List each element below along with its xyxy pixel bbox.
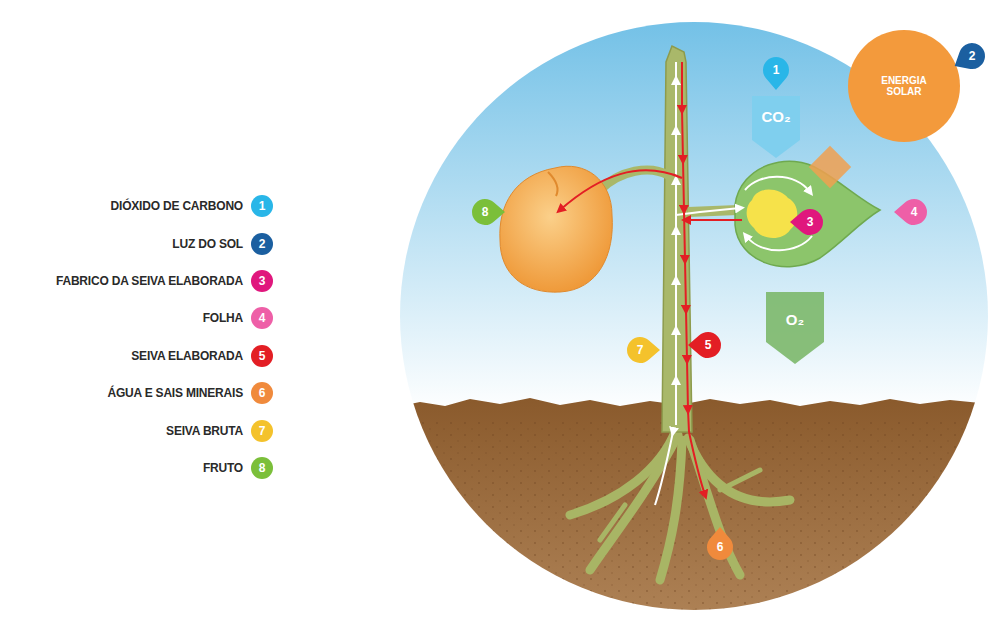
legend-text: SEIVA ELABORADA (131, 349, 243, 363)
callout-number: 4 (251, 307, 273, 329)
legend-text: FRUTO (203, 461, 243, 475)
callout-number: 7 (628, 343, 652, 357)
legend-swatch: 2 (251, 233, 273, 255)
callout-number: 5 (696, 338, 720, 352)
legend-swatch: 6 (251, 382, 273, 404)
callout-number: 7 (251, 420, 273, 442)
callout-number: 3 (798, 215, 822, 229)
callout-number: 6 (251, 382, 273, 404)
legend-text: LUZ DO SOL (172, 237, 243, 251)
legend-swatch: 7 (251, 420, 273, 442)
callout-number: 8 (473, 205, 497, 219)
legend-text: FOLHA (203, 311, 243, 325)
molecule-label: O₂ (770, 311, 820, 328)
callout-number: 1 (764, 63, 788, 77)
legend-text: SEIVA BRUTA (166, 424, 243, 438)
callout-number: 6 (708, 540, 732, 554)
callout-number: 5 (251, 345, 273, 367)
callout-number: 2 (251, 233, 273, 255)
legend-text: DIÓXIDO DE CARBONO (111, 199, 243, 213)
callout-number: 1 (251, 195, 273, 217)
legend-swatch: 5 (251, 345, 273, 367)
legend-swatch: 1 (251, 195, 273, 217)
molecule-label: CO₂ (753, 108, 799, 125)
callout-number: 8 (251, 457, 273, 479)
sun-label: ENERGIA SOLAR (869, 75, 939, 98)
callout-number: 4 (902, 205, 926, 219)
legend-swatch: 4 (251, 307, 273, 329)
callout-number: 3 (251, 270, 273, 292)
legend-swatch: 3 (251, 270, 273, 292)
legend-swatch: 8 (251, 457, 273, 479)
legend-text: ÁGUA E SAIS MINERAIS (107, 386, 243, 400)
legend-text: FABRICO DA SEIVA ELABORADA (56, 274, 243, 288)
callout-number: 2 (960, 49, 984, 63)
